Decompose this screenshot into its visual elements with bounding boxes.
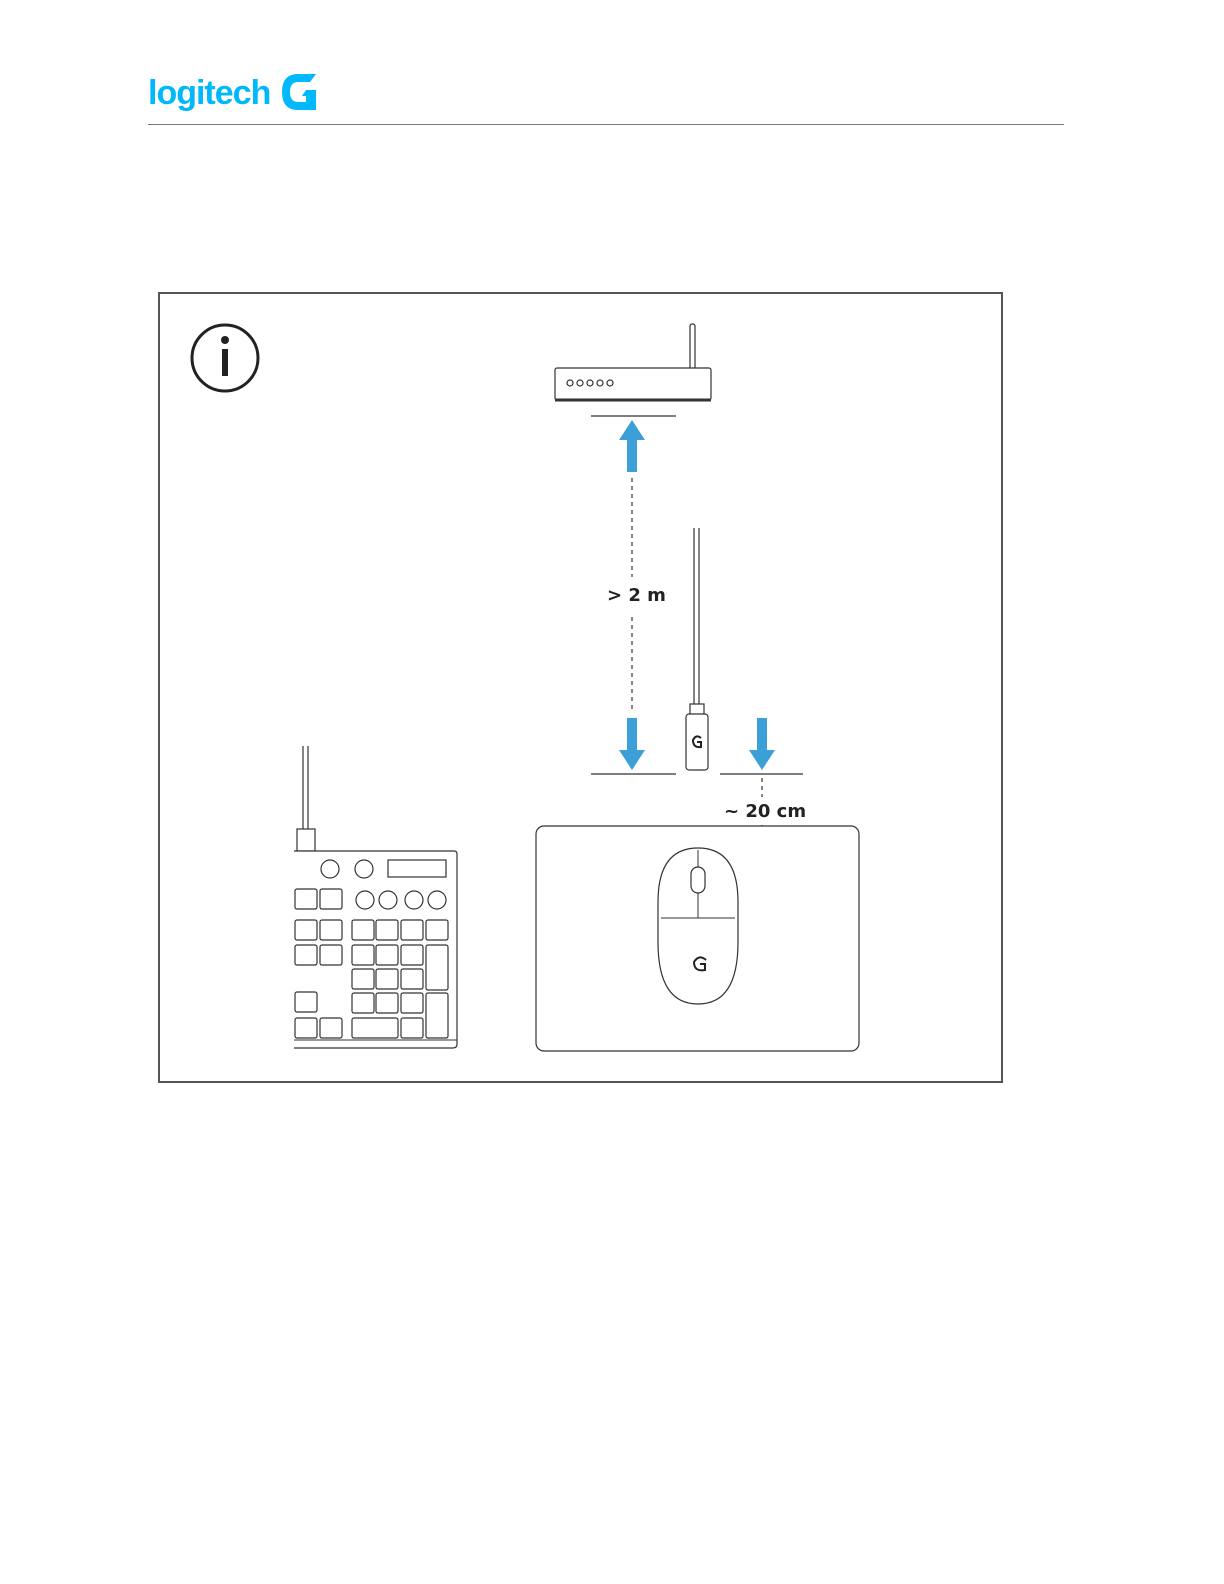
- distance-router-label: > 2 m: [607, 585, 666, 606]
- gaming-mouse-icon: [658, 848, 738, 1004]
- distance-mouse-label: ~ 20 cm: [724, 801, 806, 822]
- router-icon: [555, 324, 711, 400]
- arrow-down-mouse-top: [749, 718, 775, 770]
- svg-text:logitech: logitech: [148, 74, 270, 112]
- arrow-down-receiver: [619, 718, 645, 770]
- logitech-g-logo: logitech: [148, 64, 328, 120]
- info-icon: [192, 325, 258, 391]
- arrow-up-router: [619, 420, 645, 472]
- usb-receiver-icon: [686, 528, 708, 770]
- keyboard-numpad-icon: [294, 746, 457, 1048]
- header-divider: [148, 124, 1064, 125]
- receiver-placement-diagram: > 2 m ~ 20 cm: [158, 292, 1003, 1083]
